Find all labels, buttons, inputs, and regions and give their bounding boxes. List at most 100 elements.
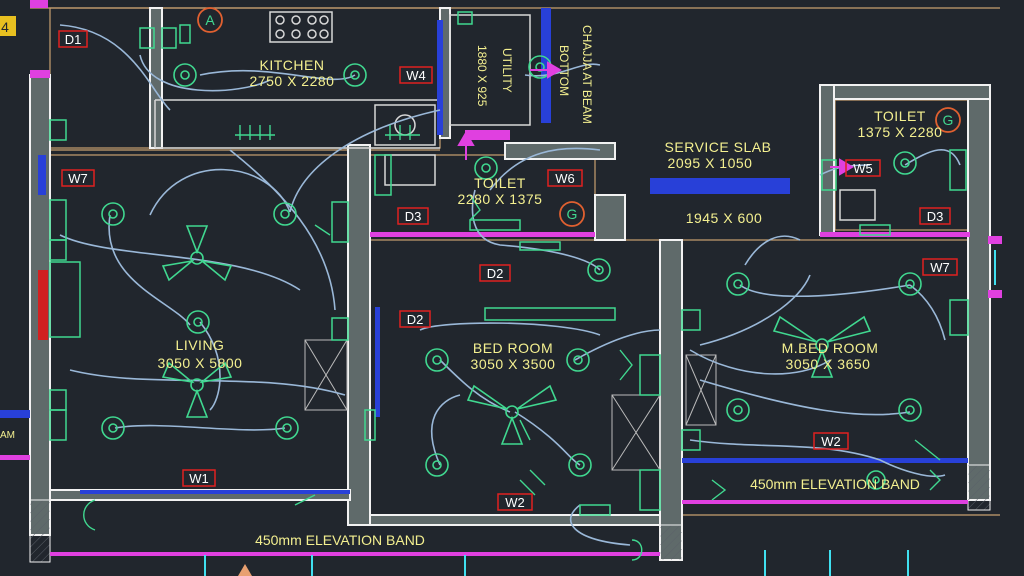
light-point — [866, 470, 886, 490]
tag-d3-left: D3 — [397, 207, 429, 225]
tag-w2-center: W2 — [497, 493, 533, 511]
ceiling-fan-mbedroom — [772, 315, 872, 378]
light-point — [474, 156, 498, 180]
light-points — [101, 55, 922, 490]
service-slab-name: SERVICE SLAB — [665, 139, 772, 155]
light-point — [425, 453, 449, 477]
tag-w7-left: W7 — [61, 169, 95, 187]
svg-text:W2: W2 — [505, 495, 525, 510]
kitchen-counter — [154, 11, 440, 149]
svg-text:W6: W6 — [555, 171, 575, 186]
passage-size: 1945 X 600 — [686, 210, 763, 226]
svg-text:W1: W1 — [189, 471, 209, 486]
light-point — [275, 416, 299, 440]
wardrobe-bedroom — [611, 394, 661, 471]
ceiling-fans — [161, 225, 872, 445]
tag-d2-top: D2 — [479, 264, 511, 282]
mbedroom-name: M.BED ROOM — [782, 340, 879, 356]
svg-text:W7: W7 — [68, 171, 88, 186]
living-name: LIVING — [176, 337, 225, 353]
light-point — [343, 63, 367, 87]
left-edge-tag — [0, 16, 16, 36]
toilet-right-name: TOILET — [874, 108, 926, 124]
switchboards — [49, 11, 969, 516]
tag-w5: W5 — [845, 159, 881, 177]
wall-hatch-right — [967, 464, 991, 511]
light-point — [273, 202, 297, 226]
living-size: 3050 X 5800 — [158, 355, 243, 371]
tag-w4: W4 — [399, 66, 433, 84]
svg-text:W5: W5 — [853, 161, 873, 176]
light-point — [186, 310, 210, 334]
mbedroom-size: 3050 X 3650 — [786, 356, 871, 372]
light-point — [893, 151, 917, 175]
toilet-fixture-right — [839, 189, 876, 221]
light-point — [898, 272, 922, 296]
tag-d3-right: D3 — [919, 207, 951, 225]
utility-area-outline — [449, 14, 531, 126]
tag-w1: W1 — [182, 469, 216, 487]
marker-g-right-label: G — [943, 112, 954, 128]
ceiling-fan-living-top — [161, 225, 233, 282]
svg-text:W4: W4 — [406, 68, 426, 83]
kitchen-name: KITCHEN — [260, 57, 325, 73]
toilet-right-size: 1375 X 2280 — [858, 124, 943, 140]
light-point — [587, 258, 611, 282]
vertical-labels: UTILITY 1880 X 925 CHAJJA AT BEAM BOTTOM — [475, 25, 594, 124]
toilet-center-size: 2280 X 1375 — [458, 191, 543, 207]
light-point — [101, 416, 125, 440]
tag-w2-right: W2 — [813, 432, 849, 450]
light-point — [726, 272, 750, 296]
grid-marker-g-center: G — [559, 201, 585, 227]
service-slab-size: 2095 X 1050 — [668, 155, 753, 171]
bedroom-size: 3050 X 3500 — [471, 356, 556, 372]
elevation-band-bottom: 450mm ELEVATION BAND — [255, 532, 425, 548]
light-point — [425, 348, 449, 372]
bottom-label: BOTTOM — [557, 45, 571, 96]
ceiling-fan-bedroom — [466, 384, 558, 445]
toilet-fixture — [384, 154, 436, 186]
north-arrow-tip — [238, 564, 252, 576]
tag-w7-right: W7 — [922, 258, 958, 276]
utility-label: UTILITY — [500, 48, 514, 93]
light-point — [566, 348, 590, 372]
svg-text:D1: D1 — [65, 32, 82, 47]
window-accents — [0, 0, 1002, 556]
kitchen-size: 2750 X 2280 — [250, 73, 335, 89]
wall-hatch-mid — [659, 524, 683, 561]
arrow-markers — [457, 61, 854, 176]
fixture-details — [83, 125, 941, 561]
marker-a-label: A — [205, 12, 215, 28]
svg-text:D3: D3 — [927, 209, 944, 224]
light-point — [173, 63, 197, 87]
wardrobe-mbed — [685, 354, 717, 426]
risers — [204, 250, 996, 576]
tags: D1 W4 W7 W6 W5 D3 D3 D2 D2 W7 W1 W2 W2 — [58, 30, 958, 511]
tag-d2-left: D2 — [399, 310, 431, 328]
room-labels: KITCHEN 2750 X 2280 LIVING 3050 X 5800 T… — [158, 57, 943, 548]
svg-text:D2: D2 — [407, 312, 424, 327]
grid-marker-g-right: G — [935, 107, 961, 133]
marker-g-center-label: G — [567, 206, 578, 222]
light-point — [568, 453, 592, 477]
svg-text:W2: W2 — [821, 434, 841, 449]
ceiling-fan-living-bottom — [161, 361, 233, 418]
chajja-label: CHAJJA AT BEAM — [580, 25, 594, 124]
left-edge-am: AM — [0, 430, 15, 441]
light-point — [101, 202, 125, 226]
tag-d1: D1 — [58, 30, 88, 48]
tag-w6: W6 — [547, 169, 583, 187]
grid-marker-a: A — [197, 7, 223, 33]
elevation-band-right: 450mm ELEVATION BAND — [750, 476, 920, 492]
svg-text:D3: D3 — [405, 209, 422, 224]
utility-size-label: 1880 X 925 — [475, 45, 489, 107]
wardrobe-living — [304, 339, 348, 411]
svg-text:W7: W7 — [930, 260, 950, 275]
left-edge-number: 4 — [1, 19, 9, 35]
toilet-center-name: TOILET — [474, 175, 526, 191]
bedroom-name: BED ROOM — [473, 340, 553, 356]
light-point — [898, 398, 922, 422]
edge-fragments: 4 AM — [0, 16, 16, 441]
